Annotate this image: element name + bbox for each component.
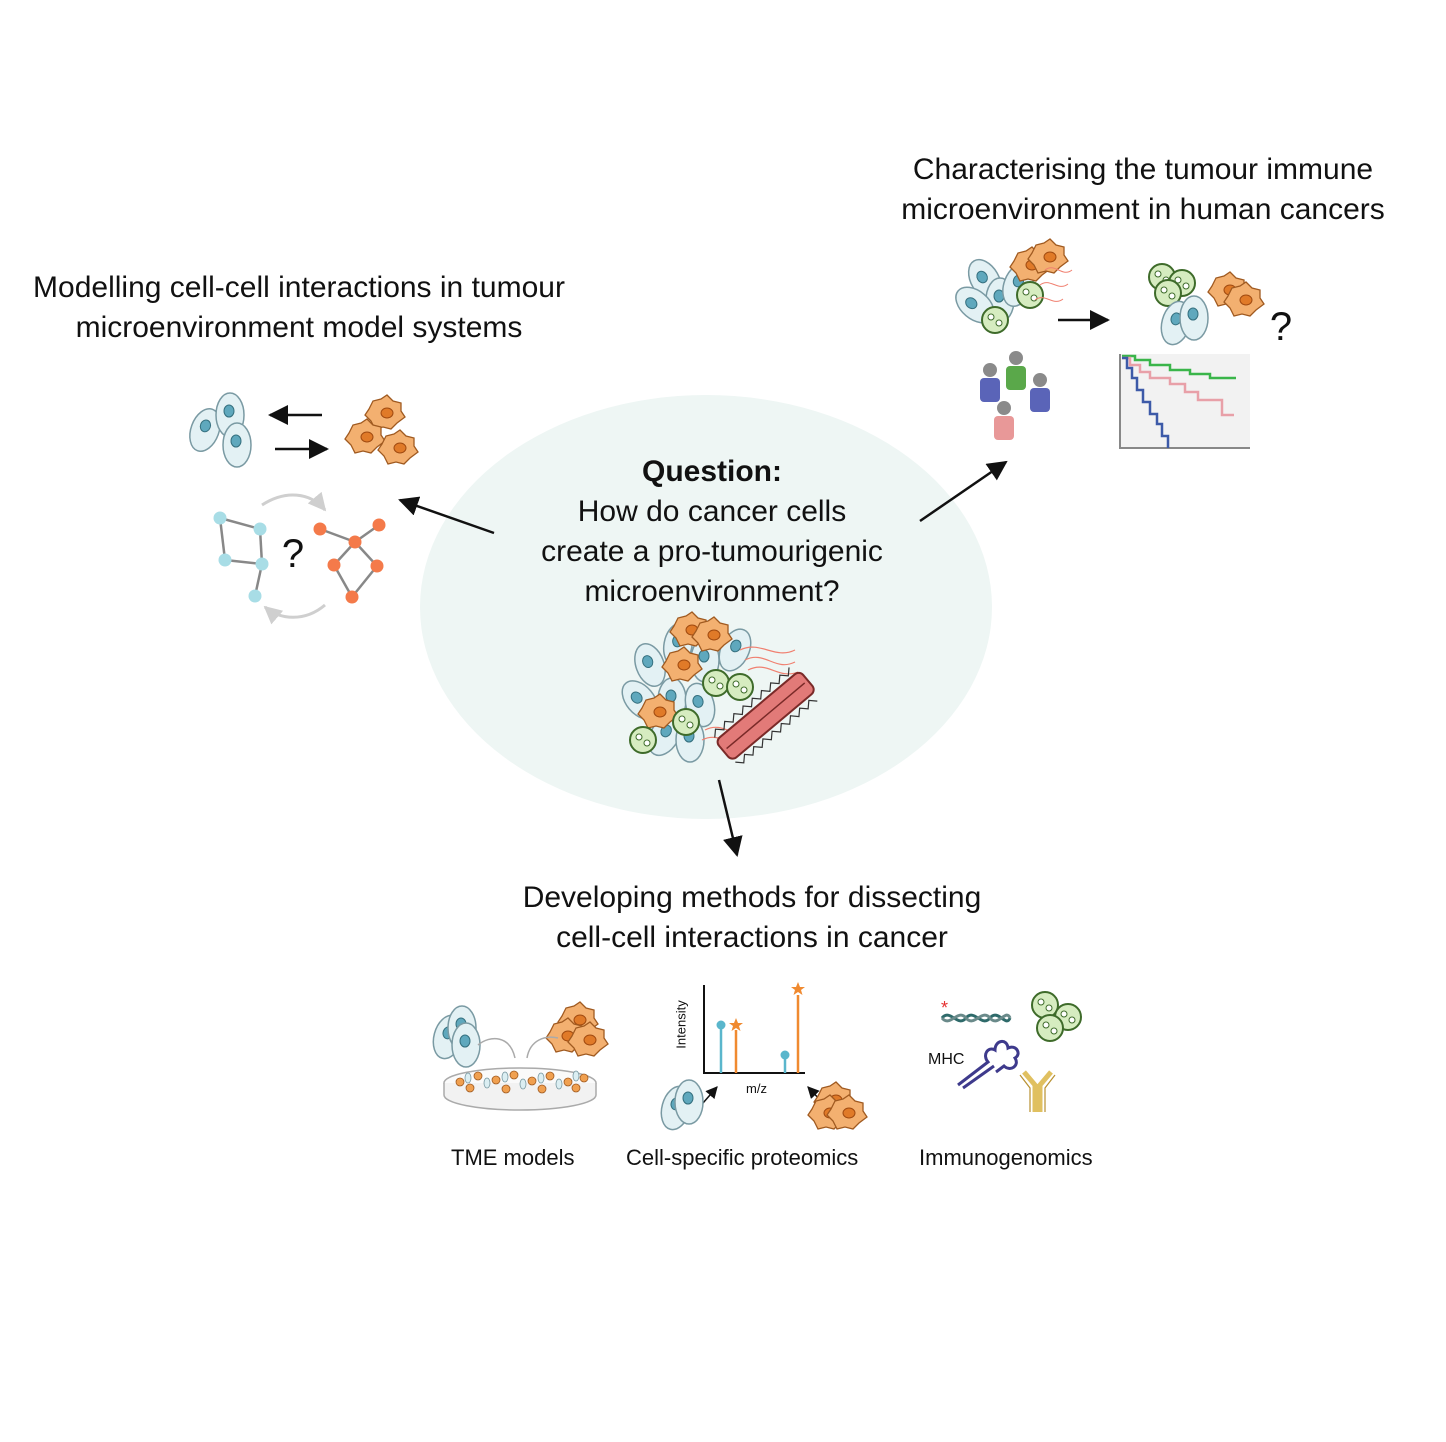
blood-vessel [714, 667, 818, 764]
left-question-mark: ? [281, 532, 305, 576]
right-heading-line-1: Characterising the tumour immune [912, 153, 1374, 186]
patient-figures [980, 351, 1050, 440]
bottom-section-heading: Developing methods for dissecting cell-c… [490, 878, 1014, 958]
bottom-heading-line-2: cell-cell interactions in cancer [556, 921, 948, 954]
right-cell-types [1148, 263, 1265, 349]
question-line-2: create a pro-tumourigenic [541, 535, 883, 568]
question-title: Question: [642, 455, 782, 488]
km-pink-curve [1122, 356, 1234, 417]
left-heading-line-2: microenvironment model systems [75, 311, 523, 344]
left-section-heading: Modelling cell-cell interactions in tumo… [0, 268, 598, 348]
right-heading-line-2: microenvironment in human cancers [901, 193, 1385, 226]
immunogenomics-illustration: * [940, 991, 1082, 1112]
question-ellipse [420, 395, 992, 819]
arrow-to-right [919, 460, 1008, 523]
panel-label-immunogenomics: Immunogenomics [919, 1145, 1093, 1170]
tcr-molecule [1022, 1070, 1053, 1112]
mutation-asterisk: * [941, 998, 948, 1018]
left-cell-interaction [183, 392, 419, 468]
mhc-label: MHC [928, 1051, 965, 1068]
km-survival-plot [1119, 354, 1250, 449]
left-network-comparison [213, 491, 386, 625]
mhc-molecule [957, 1040, 1020, 1087]
panel-label-tme-models: TME models [451, 1145, 575, 1170]
spectrum-x-label: m/z [746, 1081, 767, 1096]
question-line-3: microenvironment? [584, 575, 840, 608]
tme-models-illustration [428, 1001, 609, 1111]
arrow-to-bottom [717, 779, 743, 857]
proteomics-spectrum [656, 982, 868, 1134]
km-blue-curve [1122, 356, 1170, 448]
right-section-heading: Characterising the tumour immune microen… [870, 150, 1416, 230]
center-question-text: Question: How do cancer cells create a p… [500, 452, 924, 612]
right-question-mark: ? [1269, 305, 1293, 349]
arrow-to-left [398, 496, 495, 535]
km-green-curve [1122, 354, 1236, 380]
central-tissue-illustration [614, 611, 818, 764]
left-heading-line-1: Modelling cell-cell interactions in tumo… [33, 271, 565, 304]
right-tissue-illustration [948, 238, 1073, 334]
question-line-1: How do cancer cells [577, 495, 847, 528]
panel-label-proteomics: Cell-specific proteomics [626, 1145, 859, 1170]
spectrum-y-label: Intensity [673, 1000, 689, 1049]
bottom-heading-line-1: Developing methods for dissecting [522, 881, 982, 914]
